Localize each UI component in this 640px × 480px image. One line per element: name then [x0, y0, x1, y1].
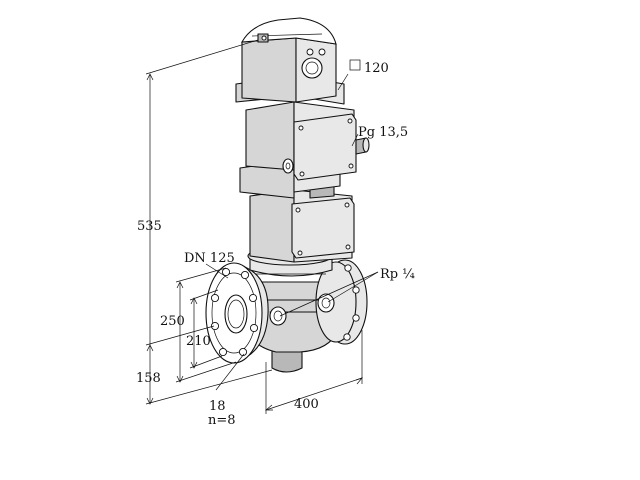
cable-gland-label: Pg 13,5: [358, 125, 408, 140]
flange-outer-label: 250: [160, 314, 185, 329]
bonnet: [235, 75, 370, 277]
overall-height-label: 535: [137, 219, 162, 234]
bolt-hole-label: 18: [209, 399, 226, 414]
nominal-diameter-label: DN 125: [184, 251, 235, 266]
bolt-count-label: n=8: [208, 413, 236, 428]
dimension-lines: [145, 39, 379, 414]
actuator-size-label: 120: [364, 61, 389, 76]
pressure-tap-label: Rp ¼: [380, 267, 415, 282]
inlet-flange: [205, 262, 269, 364]
face-to-face-label: 400: [294, 397, 319, 412]
actuator-head: [241, 17, 337, 103]
axis-height-label: 158: [136, 371, 161, 386]
bolt-circle-label: 210: [186, 334, 211, 349]
